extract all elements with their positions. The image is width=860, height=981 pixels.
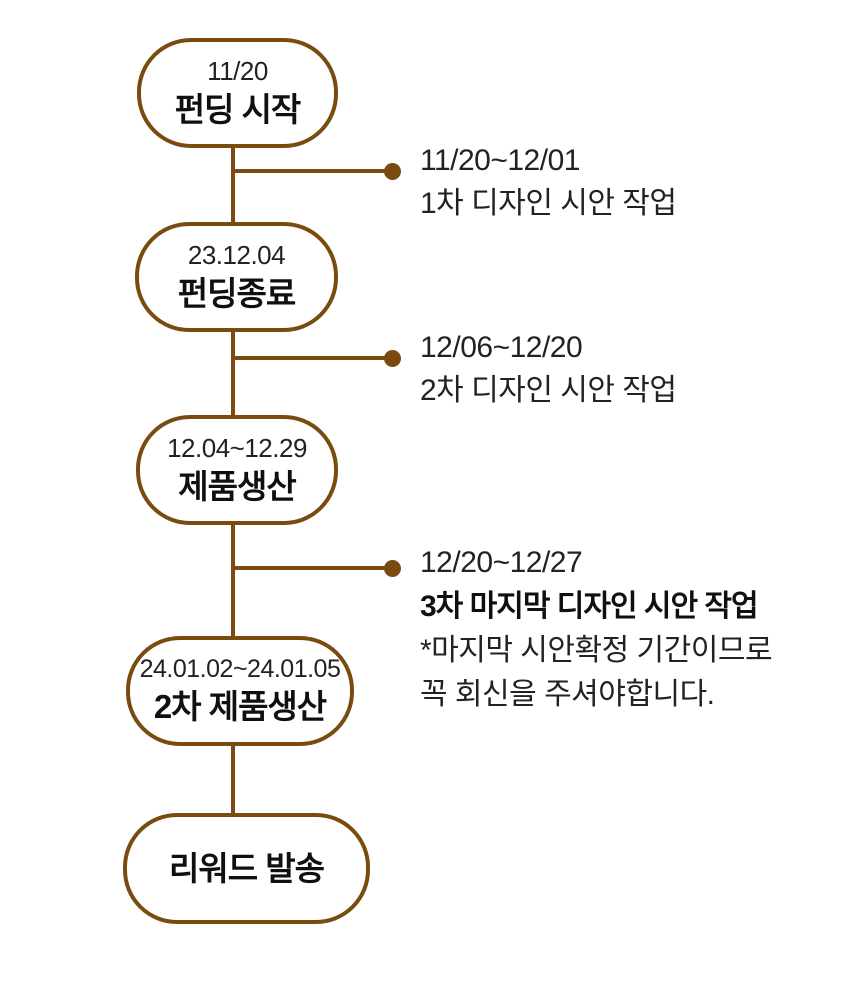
spine-segment-2: [231, 332, 235, 415]
branch-3-note-1: *마지막 시안확정 기간이므로: [420, 634, 773, 667]
branch-3-detail: 3차 마지막 디자인 시안 작업: [420, 590, 759, 623]
branch-1-detail: 1차 디자인 시안 작업: [420, 187, 677, 220]
spine-segment-4: [231, 746, 235, 813]
node-production: 12.04~12.29 제품생산: [136, 415, 338, 525]
branch-line-3: [231, 566, 390, 570]
branch-annotation-2: 12/06~12/20 2차 디자인 시안 작업: [420, 326, 677, 412]
node-funding-end: 23.12.04 펀딩종료: [135, 222, 338, 332]
branch-line-2: [231, 356, 390, 360]
branch-line-1: [231, 169, 390, 173]
node-funding-start-date: 11/20: [207, 56, 268, 87]
node-production-title: 제품생산: [178, 467, 296, 505]
node-funding-start-title: 펀딩 시작: [174, 90, 302, 128]
node-production-2: 24.01.02~24.01.05 2차 제품생산: [126, 636, 354, 746]
node-funding-end-title: 펀딩종료: [177, 274, 296, 312]
branch-annotation-3: 12/20~12/27 3차 마지막 디자인 시안 작업 *마지막 시안확정 기…: [420, 541, 773, 717]
branch-3-period: 12/20~12/27: [420, 546, 583, 579]
node-reward-shipping-title: 리워드 발송: [169, 849, 325, 887]
branch-2-period: 12/06~12/20: [420, 331, 583, 364]
spine-segment-1: [231, 148, 235, 222]
node-production-date: 12.04~12.29: [167, 433, 307, 464]
branch-dot-1: [384, 163, 401, 180]
branch-3-note-2: 꼭 회신을 주셔야합니다.: [420, 678, 715, 711]
node-production-2-title: 2차 제품생산: [153, 688, 327, 726]
branch-2-detail: 2차 디자인 시안 작업: [420, 374, 677, 407]
branch-1-period: 11/20~12/01: [420, 144, 580, 177]
branch-dot-2: [384, 350, 401, 367]
branch-dot-3: [384, 560, 401, 577]
node-funding-end-date: 23.12.04: [187, 240, 286, 271]
node-production-2-date: 24.01.02~24.01.05: [139, 654, 341, 683]
node-funding-start: 11/20 펀딩 시작: [137, 38, 338, 148]
node-reward-shipping: 리워드 발송: [123, 813, 370, 924]
branch-annotation-1: 11/20~12/01 1차 디자인 시안 작업: [420, 139, 677, 225]
spine-segment-3: [231, 525, 235, 636]
